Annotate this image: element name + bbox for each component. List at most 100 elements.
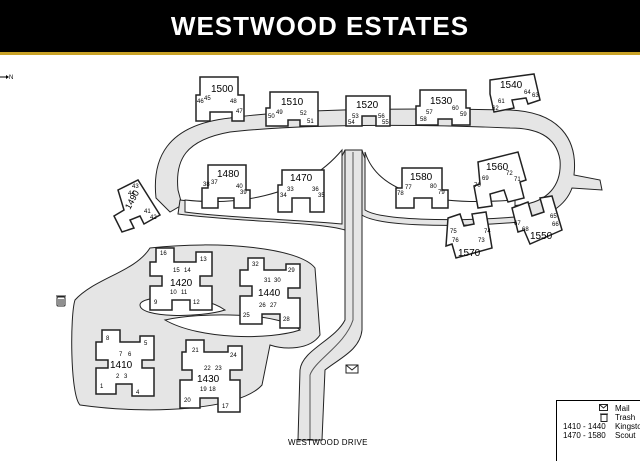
building-label: 1550 — [530, 231, 553, 242]
unit-label: 4 — [136, 390, 140, 396]
legend-name: Kingston — [615, 422, 640, 431]
accent-line — [0, 52, 640, 55]
building-1510: 1510 49 50 52 51 — [265, 91, 319, 127]
building-1580: 1580 77 78 80 79 — [395, 167, 449, 209]
unit-label: 60 — [452, 106, 459, 112]
building-1550: 1550 67 68 65 66 — [511, 195, 563, 245]
unit-label: 8 — [106, 336, 110, 342]
legend-trash-icon — [600, 413, 608, 424]
unit-label: 20 — [184, 398, 191, 404]
unit-label: 56 — [378, 114, 385, 120]
legend-mail-icon — [599, 404, 608, 413]
building-label: 1480 — [217, 169, 240, 180]
building-1530: 1530 57 58 60 59 — [415, 89, 471, 126]
unit-label: 40 — [236, 184, 243, 190]
header-bar: WESTWOOD ESTATES — [0, 0, 640, 52]
building-1540: 1540 61 62 64 63 — [489, 73, 541, 113]
unit-label: 6 — [128, 352, 132, 358]
page-title: WESTWOOD ESTATES — [170, 10, 470, 41]
unit-label: 21 — [192, 348, 199, 354]
road-markings — [309, 152, 354, 440]
unit-label: 2 — [116, 374, 120, 380]
unit-label: 44 — [128, 191, 135, 197]
building-label: 1440 — [258, 288, 281, 299]
building-1490: 1490 43 44 41 42 — [113, 179, 162, 233]
unit-label: 27 — [270, 303, 277, 309]
unit-label: 49 — [276, 110, 283, 116]
unit-label: 22 — [204, 366, 211, 372]
unit-label: 35 — [318, 193, 325, 199]
unit-label: 5 — [144, 341, 148, 347]
unit-label: 55 — [382, 120, 389, 126]
building-1430: 1430 21 22 23 24 19 18 20 17 — [179, 339, 243, 413]
building-1440: 1440 32 31 30 29 26 27 25 28 — [239, 257, 301, 329]
unit-label: 26 — [259, 303, 266, 309]
unit-label: 15 — [173, 268, 180, 274]
unit-label: 65 — [550, 214, 557, 220]
building-1470: 1470 33 34 36 35 — [277, 169, 325, 213]
road-label: WESTWOOD DRIVE — [288, 438, 368, 447]
building-label: 1520 — [356, 100, 379, 111]
unit-label: 58 — [420, 117, 427, 123]
building-1570: 1570 75 76 73 74 — [445, 211, 493, 259]
unit-label: 75 — [450, 229, 457, 235]
unit-label: 50 — [268, 114, 275, 120]
building-1560: 1560 69 70 72 71 — [473, 151, 527, 209]
unit-label: 10 — [170, 290, 177, 296]
unit-label: 61 — [498, 99, 505, 105]
unit-label: 76 — [452, 238, 459, 244]
unit-label: 32 — [252, 262, 259, 268]
building-label: 1470 — [290, 173, 313, 184]
building-label: 1430 — [197, 374, 220, 385]
unit-label: 69 — [482, 176, 489, 182]
unit-label: 16 — [160, 251, 167, 257]
unit-label: 72 — [506, 171, 513, 177]
building-1520: 1520 53 54 56 55 — [345, 95, 391, 127]
unit-label: 73 — [478, 238, 485, 244]
unit-label: 9 — [154, 300, 158, 306]
north-loop-road — [154, 108, 603, 223]
unit-label: 51 — [307, 119, 314, 125]
building-label: 1410 — [110, 360, 133, 371]
unit-label: 25 — [243, 313, 250, 319]
island-center — [163, 314, 301, 338]
unit-label: 52 — [300, 111, 307, 117]
unit-label: 66 — [552, 222, 559, 228]
trash-can-icon — [56, 295, 66, 307]
unit-label: 67 — [514, 221, 521, 227]
unit-label: 17 — [222, 404, 229, 410]
unit-label: 12 — [193, 300, 200, 306]
unit-label: 14 — [184, 268, 191, 274]
unit-label: 45 — [204, 96, 211, 102]
unit-label: 48 — [230, 99, 237, 105]
unit-label: 31 — [264, 278, 271, 284]
unit-label: 23 — [215, 366, 222, 372]
compass-arrow-head — [6, 75, 9, 79]
building-1410: 1410 8 7 6 5 2 3 1 4 — [95, 329, 155, 397]
building-label: 1570 — [458, 248, 481, 259]
unit-label: 11 — [181, 290, 188, 296]
unit-label: 78 — [397, 191, 404, 197]
unit-label: 53 — [352, 114, 359, 120]
unit-label: 47 — [236, 109, 243, 115]
unit-label: 28 — [283, 317, 290, 323]
unit-label: 38 — [203, 182, 210, 188]
building-label: 1580 — [410, 172, 433, 183]
unit-label: 74 — [484, 229, 491, 235]
building-label: 1560 — [486, 162, 509, 173]
building-1500: 1500 45 46 48 47 — [195, 76, 245, 122]
unit-label: 1 — [100, 384, 104, 390]
unit-label: 18 — [209, 387, 216, 393]
unit-label: 30 — [274, 278, 281, 284]
legend-trash-label: Trash — [615, 413, 636, 422]
unit-label: 64 — [524, 90, 531, 96]
site-map: N 1500 45 46 48 47 1510 49 50 52 51 152 — [0, 73, 603, 447]
legend-range: 1410 - 1440 — [563, 422, 606, 431]
unit-label: 3 — [124, 374, 128, 380]
unit-label: 59 — [460, 112, 467, 118]
unit-label: 77 — [405, 185, 412, 191]
unit-label: 80 — [430, 184, 437, 190]
unit-label: 43 — [132, 184, 139, 190]
unit-label: 57 — [426, 110, 433, 116]
unit-label: 70 — [474, 183, 481, 189]
